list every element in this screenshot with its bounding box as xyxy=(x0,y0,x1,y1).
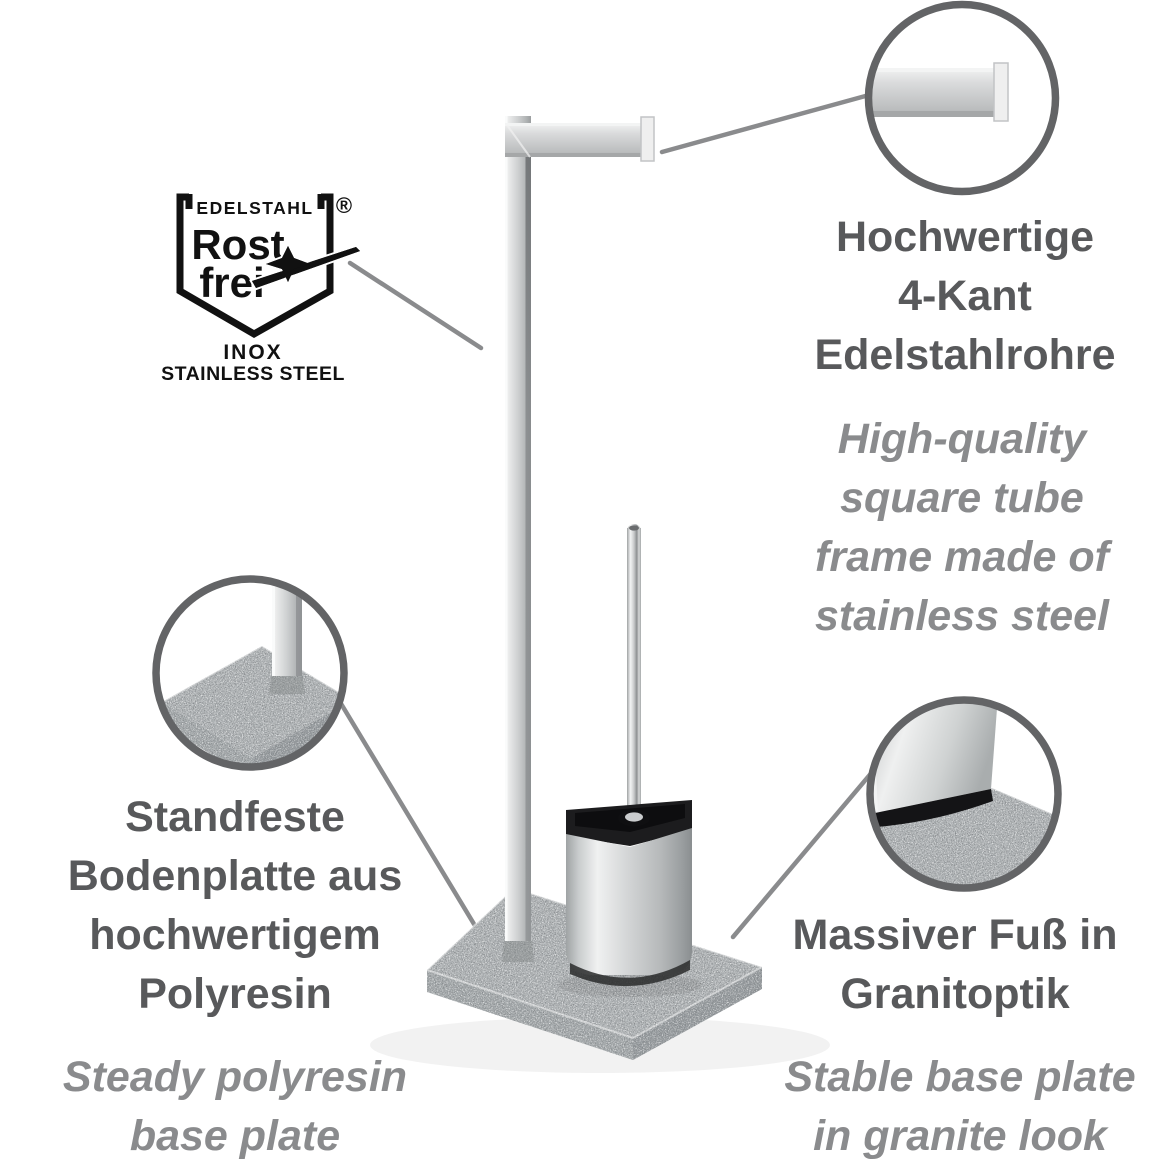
text-line: Stable base plate xyxy=(784,1053,1136,1101)
logo-star-swoosh xyxy=(249,241,364,291)
text-line: Polyresin xyxy=(138,970,332,1018)
tube-subtext-en: High-quality square tube frame made of s… xyxy=(762,410,1160,646)
text-line: frame made of xyxy=(815,533,1109,581)
detail-circle-granite xyxy=(866,696,1062,892)
base-plate-subtext-en: Steady polyresin base plate xyxy=(35,1048,435,1160)
text-line: Standfeste xyxy=(125,793,345,841)
callout-line-base-pole xyxy=(337,699,483,937)
callout-lines xyxy=(337,89,887,940)
logo-text-stainless-steel: STAINLESS STEEL xyxy=(161,363,345,385)
text-line: Edelstahlrohre xyxy=(814,331,1116,379)
callout-line-logo-to-pole xyxy=(347,260,484,351)
brush-holder-cup xyxy=(566,800,692,987)
logo-shield-outline xyxy=(176,193,334,339)
text-line: 4-Kant xyxy=(898,272,1032,320)
logo-text-edelstahl: EDELSTAHL xyxy=(196,198,313,218)
brush-handle xyxy=(627,524,641,816)
text-line: base plate xyxy=(129,1112,341,1160)
granite-heading-de: Massiver Fuß in Granitoptik xyxy=(755,906,1155,1024)
text-line: Bodenplatte aus xyxy=(67,852,403,900)
tube-heading-de: Hochwertige 4-Kant Edelstahlrohre xyxy=(765,208,1160,385)
paper-holder-arm xyxy=(505,116,655,162)
text-line: stainless steel xyxy=(814,592,1109,640)
text-line: Hochwertige xyxy=(835,213,1095,261)
text-line: High-quality xyxy=(837,415,1087,463)
text-line: Granitoptik xyxy=(840,970,1070,1018)
detail-circle-tube xyxy=(864,0,1060,196)
granite-subtext-en: Stable base plate in granite look xyxy=(760,1048,1160,1160)
toilet-butler-product xyxy=(370,116,830,1073)
text-line: square tube xyxy=(840,474,1084,522)
detail-circle-base-pole xyxy=(152,575,348,771)
text-line: Steady polyresin xyxy=(62,1053,408,1101)
rostfrei-stainless-steel-logo: EDELSTAHL ® Rost frei INOX STAINLESS STE… xyxy=(161,193,364,385)
square-tube-pole xyxy=(505,116,531,941)
logo-text-inox: INOX xyxy=(223,341,282,364)
callout-line-tube xyxy=(659,89,883,155)
arm-end-cap xyxy=(640,116,655,162)
text-line: hochwertigem xyxy=(89,911,381,959)
callout-line-granite xyxy=(730,755,887,940)
logo-registered-mark: ® xyxy=(336,193,352,218)
logo-text-rost: Rost xyxy=(191,221,284,268)
text-line: in granite look xyxy=(813,1112,1107,1160)
base-plate-heading-de: Standfeste Bodenplatte aus hochwertigem … xyxy=(35,788,435,1024)
text-line: Massiver Fuß in xyxy=(792,911,1118,959)
